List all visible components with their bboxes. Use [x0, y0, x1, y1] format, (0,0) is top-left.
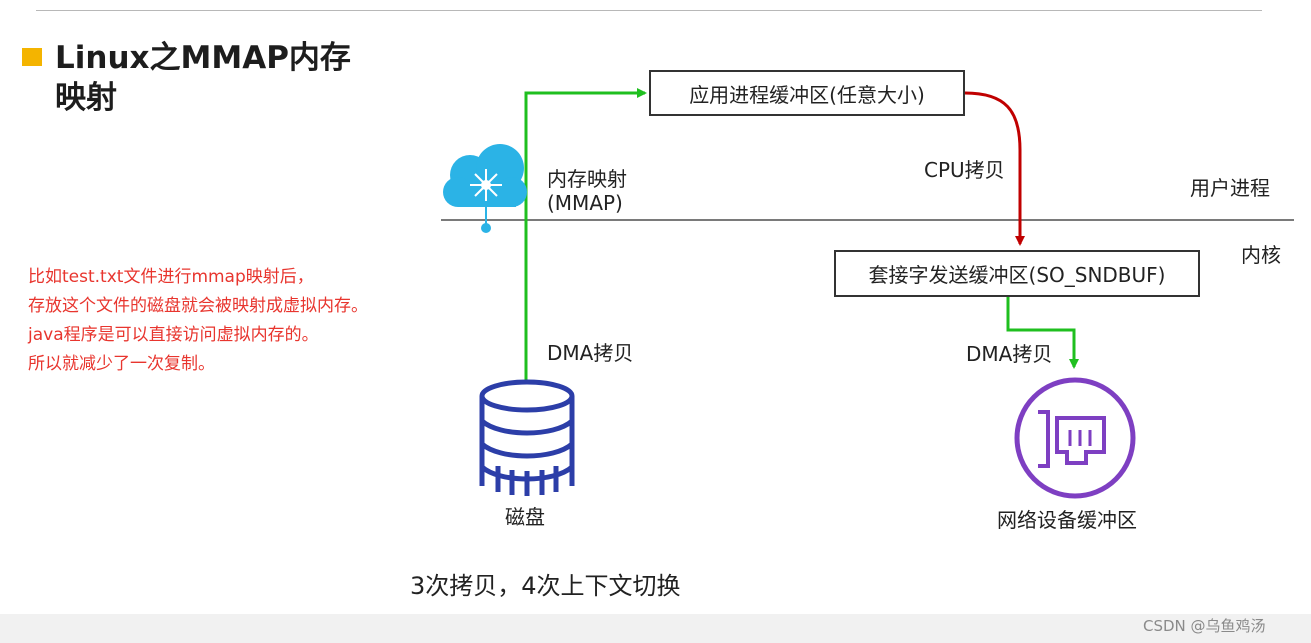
- kernel-label: 内核: [1241, 243, 1281, 267]
- slide-title: Linux之MMAP内存 映射: [55, 38, 351, 118]
- user-process-label: 用户进程: [1190, 176, 1270, 200]
- mmap-label-line2: (MMAP): [547, 191, 623, 215]
- mmap-label: 内存映射 (MMAP): [547, 167, 627, 215]
- cpu-copy-label: CPU拷贝: [924, 158, 1005, 182]
- top-divider: [36, 10, 1262, 11]
- bottom-strip: [0, 614, 1311, 643]
- socket-send-buffer-label: 套接字发送缓冲区(SO_SNDBUF): [868, 263, 1166, 287]
- note-line: 存放这个文件的磁盘就会被映射成虚拟内存。: [28, 296, 368, 316]
- note-line: 比如test.txt文件进行mmap映射后，: [28, 267, 314, 287]
- network-card-icon: [1014, 377, 1136, 499]
- note-line: java程序是可以直接访问虚拟内存的。: [28, 325, 319, 345]
- disk-database-icon: [479, 379, 575, 496]
- dma-copy-arrow-to-app-buffer: [524, 88, 647, 380]
- dma-copy-right-label: DMA拷贝: [966, 342, 1053, 366]
- app-process-buffer-label: 应用进程缓冲区(任意大小): [689, 82, 925, 107]
- mmap-label-line1: 内存映射: [547, 167, 627, 191]
- title-bullet: [22, 48, 42, 66]
- app-process-buffer-box: 应用进程缓冲区(任意大小): [649, 70, 965, 116]
- dma-copy-left-label: DMA拷贝: [547, 341, 634, 365]
- dma-copy-arrow-to-network: [1006, 297, 1079, 369]
- slide-title-line2: 映射: [55, 80, 117, 116]
- socket-send-buffer-box: 套接字发送缓冲区(SO_SNDBUF): [834, 250, 1200, 297]
- summary-label: 3次拷贝，4次上下文切换: [410, 572, 681, 600]
- disk-label: 磁盘: [505, 505, 545, 529]
- mmap-cloud-icon: [443, 144, 527, 233]
- cpu-copy-arrow: [964, 91, 1025, 246]
- csdn-watermark: CSDN @乌鱼鸡汤: [1143, 617, 1266, 635]
- network-buffer-label: 网络设备缓冲区: [997, 508, 1137, 532]
- note-line: 所以就减少了一次复制。: [28, 354, 215, 374]
- mmap-explanation-note: 比如test.txt文件进行mmap映射后， 存放这个文件的磁盘就会被映射成虚拟…: [28, 263, 368, 379]
- slide-title-line1: Linux之MMAP内存: [55, 40, 351, 76]
